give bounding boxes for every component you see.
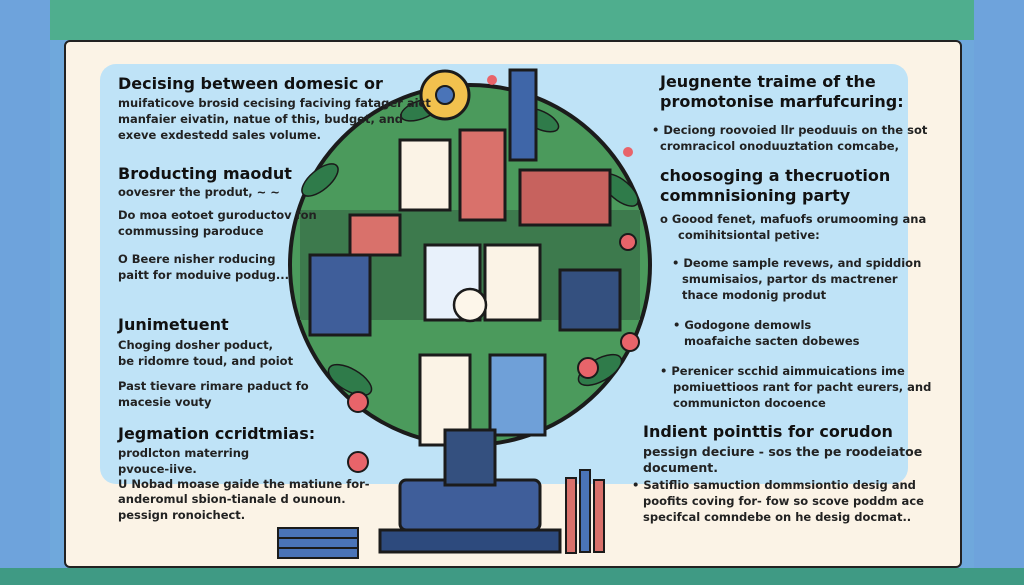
- right-section-2-line: comihitsiontal petive:: [678, 228, 820, 242]
- right-section-2-line: pomiuettioos rant for pacht eurers, and: [673, 380, 932, 394]
- left-section-3-line: Choging dosher poduct,: [118, 338, 273, 352]
- right-section-2-title: commnisioning party: [660, 186, 851, 205]
- right-section-3-line: poofits coving for- fow so scove poddm a…: [643, 494, 924, 508]
- control-panel-icon: [398, 478, 542, 532]
- mascot-icon: [452, 287, 488, 323]
- document-icon: [488, 353, 547, 437]
- right-section-2-item: o Goood fenet, mafuofs orumooming ana: [660, 212, 927, 226]
- books-icon: [277, 527, 359, 559]
- right-section-1-line: cromracicol onoduuztation comcabe,: [660, 139, 899, 153]
- left-section-1-title: Decising between domesic or: [118, 74, 383, 93]
- left-section-4-line: pvouce-iive.: [118, 462, 197, 476]
- sparkle-icons: [487, 75, 633, 157]
- left-section-1-line: exeve exdestedd sales volume.: [118, 128, 322, 142]
- left-section-4-line: pessign ronoichect.: [118, 508, 246, 522]
- left-section-2-line: Do moa eotoet guroductov fon: [118, 208, 317, 222]
- right-section-1-title: Jeugnente traime of the: [660, 72, 876, 91]
- right-section-2-bullet: • Godogone demowls: [673, 318, 812, 332]
- envelope-icon: [348, 213, 402, 257]
- left-section-4-line: prodlcton materring: [118, 446, 250, 460]
- pillar-icon: [508, 68, 538, 162]
- right-section-2-line: communicton docoence: [673, 396, 826, 410]
- right-section-2-bullet: • Perenicer scchid aimmuications ime: [660, 364, 905, 378]
- right-section-3-line: specifcal comndebe on he desig docmat..: [643, 510, 912, 524]
- right-section-3-title: Indient pointtis for corudon: [643, 422, 893, 441]
- base-icon: [378, 528, 562, 554]
- left-section-2-line: commussing paroduce: [118, 224, 264, 238]
- left-section-4-line: U Nobad moase gaide the matiune for-: [118, 477, 370, 491]
- left-section-2-subtitle: oovesrer the produt, ~ ~: [118, 185, 280, 199]
- pencil-icons: [565, 469, 605, 554]
- item-text: Goood fenet, mafuofs orumooming ana: [671, 212, 927, 226]
- bullet-text: Godogone demowls: [684, 318, 812, 332]
- right-section-1-bullet: • Deciong roovoied llr peoduuis on the s…: [652, 123, 928, 137]
- sewing-machine-icon: [308, 253, 372, 337]
- right-section-1-title: promotonise marfufcuring:: [660, 92, 904, 111]
- right-section-3-subtitle: pessign deciure - sos the pe roodeiatoe: [643, 444, 923, 459]
- press-icon: [558, 268, 622, 332]
- bullet-text: Deciong roovoied llr peoduuis on the sot: [663, 123, 928, 137]
- right-section-2-line: smumisaios, partor ds mactrener: [682, 272, 898, 286]
- top-band: [0, 0, 1024, 40]
- left-section-2-title: Broducting maodut: [118, 164, 292, 183]
- leaf-icons: [301, 98, 639, 397]
- right-band: [974, 0, 1024, 585]
- small-gear-icons: [347, 233, 640, 473]
- left-section-3-title: Junimetuent: [118, 315, 229, 334]
- left-section-3-line: Past tievare rimare paduct fo: [118, 379, 309, 393]
- right-section-2-title: choosoging a thecruotion: [660, 166, 891, 185]
- machine-icon: [518, 168, 612, 227]
- spool-icon: [458, 128, 507, 222]
- bullet-text: Deome sample revews, and spiddion: [683, 256, 922, 270]
- right-section-2-bullet: • Deome sample revews, and spiddion: [672, 256, 922, 270]
- left-section-3-line: macesie vouty: [118, 395, 212, 409]
- left-section-1-line: manfaier eivatin, natue of this, budget,…: [118, 112, 404, 126]
- right-section-2-line: thace modonig produt: [682, 288, 827, 302]
- left-section-3-line: be ridomre toud, and poiot: [118, 354, 294, 368]
- bullet-text: Perenicer scchid aimmuications ime: [671, 364, 905, 378]
- clipboard-icon: [483, 243, 542, 322]
- chart-document-icon: [398, 138, 452, 212]
- left-section-2-line: O Beere nisher roducing: [118, 252, 276, 266]
- left-section-2-line: paitt for moduive podug...: [118, 268, 289, 282]
- left-section-4-title: Jegmation ccridtmias:: [118, 424, 316, 443]
- right-section-3-subtitle: document.: [643, 460, 718, 475]
- left-band: [0, 0, 50, 585]
- right-section-3-bullet: • Satiflio samuction dommsiontio desig a…: [632, 478, 916, 492]
- right-section-2-line: moafaiche sacten dobewes: [684, 334, 860, 348]
- left-section-4-line: anderomul sbion-tianale d ounoun.: [118, 492, 346, 506]
- bullet-text: Satiflio samuction dommsiontio desig and: [643, 478, 916, 492]
- left-section-1-line: muifaticove brosid cecising faciving fat…: [118, 96, 431, 110]
- bottom-band: [0, 568, 1024, 585]
